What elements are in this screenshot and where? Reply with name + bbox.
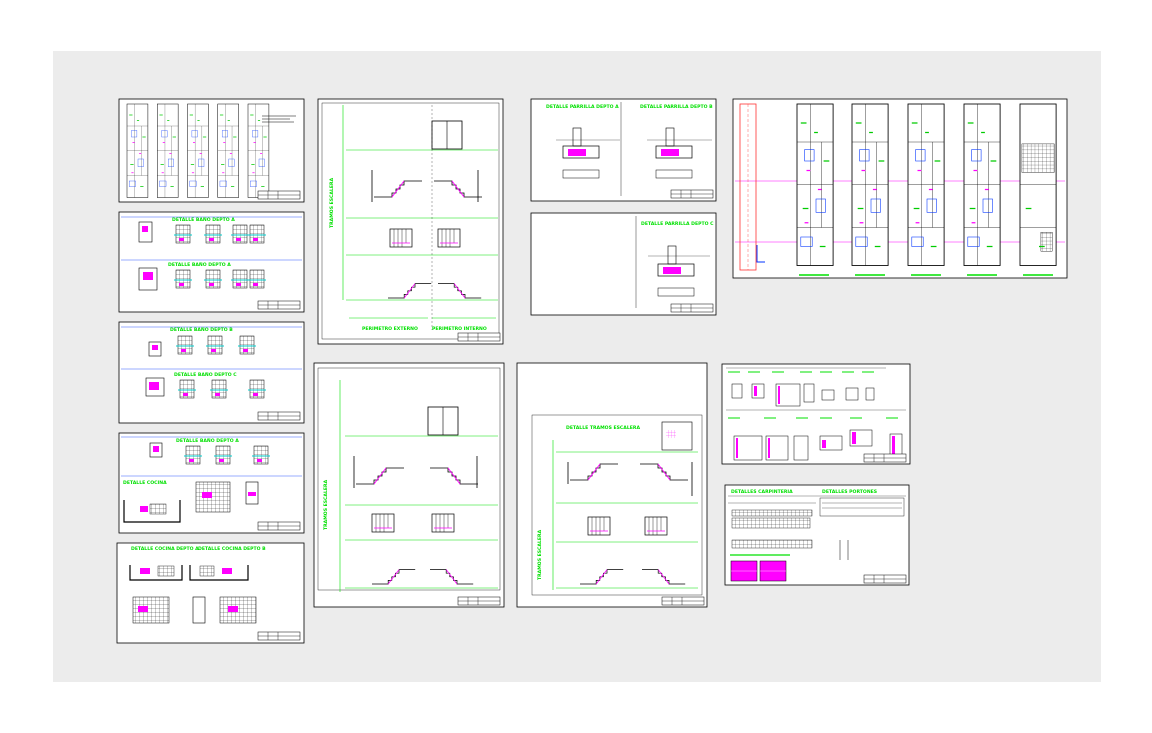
- label-tramos-2: TRAMOS ESCALERA: [323, 479, 329, 530]
- sheet-plantas-generales[interactable]: [732, 98, 1068, 279]
- label-cocina-a: DETALLE COCINA DEPTO A: [131, 546, 199, 552]
- sheet-carpinteria-2[interactable]: DETALLES CARPINTERIA DETALLES PORTONES: [724, 484, 910, 586]
- label-detalle-tramos: DETALLE TRAMOS ESCALERA: [566, 425, 640, 431]
- sheet-banos-2[interactable]: DETALLE BAÑO DEPTO B DETALLE BAÑO DEPTO …: [118, 321, 305, 424]
- label-tramos-3: TRAMOS ESCALERA: [537, 529, 543, 580]
- sheet-carpinteria-1[interactable]: [721, 363, 911, 465]
- label-parrilla-a: DETALLE PARRILLA DEPTO A: [546, 104, 619, 110]
- sheet-banos-3[interactable]: DETALLE BAÑO DEPTO A DETALLE COCINA: [118, 432, 305, 534]
- label-perimetro-interno: PERIMETRO INTERNO: [432, 326, 487, 332]
- sheet-parrilla-ab[interactable]: DETALLE PARRILLA DEPTO A DETALLE PARRILL…: [530, 98, 717, 202]
- label-bano-2: DETALLE BAÑO DEPTO A: [168, 261, 231, 268]
- label-bano-3: DETALLE BAÑO DEPTO A: [176, 437, 239, 444]
- label-carpinteria: DETALLES CARPINTERIA: [731, 489, 793, 495]
- label-cocina-3: DETALLE COCINA: [123, 480, 167, 486]
- label-tramos-1: TRAMOS ESCALERA: [329, 177, 335, 228]
- sheet-escaleras-3[interactable]: DETALLE TRAMOS ESCALERA TRAMOS ESCALERA: [516, 362, 708, 608]
- label-bano-c: DETALLE BAÑO DEPTO C: [174, 371, 237, 378]
- label-cocina-b: DETALLE COCINA DEPTO B: [198, 546, 266, 552]
- sheet-parrilla-c[interactable]: DETALLE PARRILLA DEPTO C: [530, 212, 717, 316]
- label-parrilla-c: DETALLE PARRILLA DEPTO C: [641, 221, 714, 227]
- label-parrilla-b: DETALLE PARRILLA DEPTO B: [640, 104, 713, 110]
- sheet-escaleras-2[interactable]: TRAMOS ESCALERA: [313, 362, 505, 608]
- sheet-plantas-mini[interactable]: [118, 98, 305, 203]
- label-portones: DETALLES PORTONES: [822, 489, 877, 495]
- sheet-escaleras-1[interactable]: TRAMOS ESCALERA PERIMETRO EXTERNO PERIME…: [317, 98, 504, 345]
- label-bano-b: DETALLE BAÑO DEPTO B: [170, 326, 233, 333]
- sheet-banos-1[interactable]: DETALLE BAÑO DEPTO A DETALLE BAÑO DEPTO …: [118, 211, 305, 313]
- sheet-cocina[interactable]: DETALLE COCINA DEPTO A DETALLE COCINA DE…: [116, 542, 305, 644]
- label-perimetro-externo: PERIMETRO EXTERNO: [362, 326, 418, 332]
- label-bano-1: DETALLE BAÑO DEPTO A: [172, 216, 235, 223]
